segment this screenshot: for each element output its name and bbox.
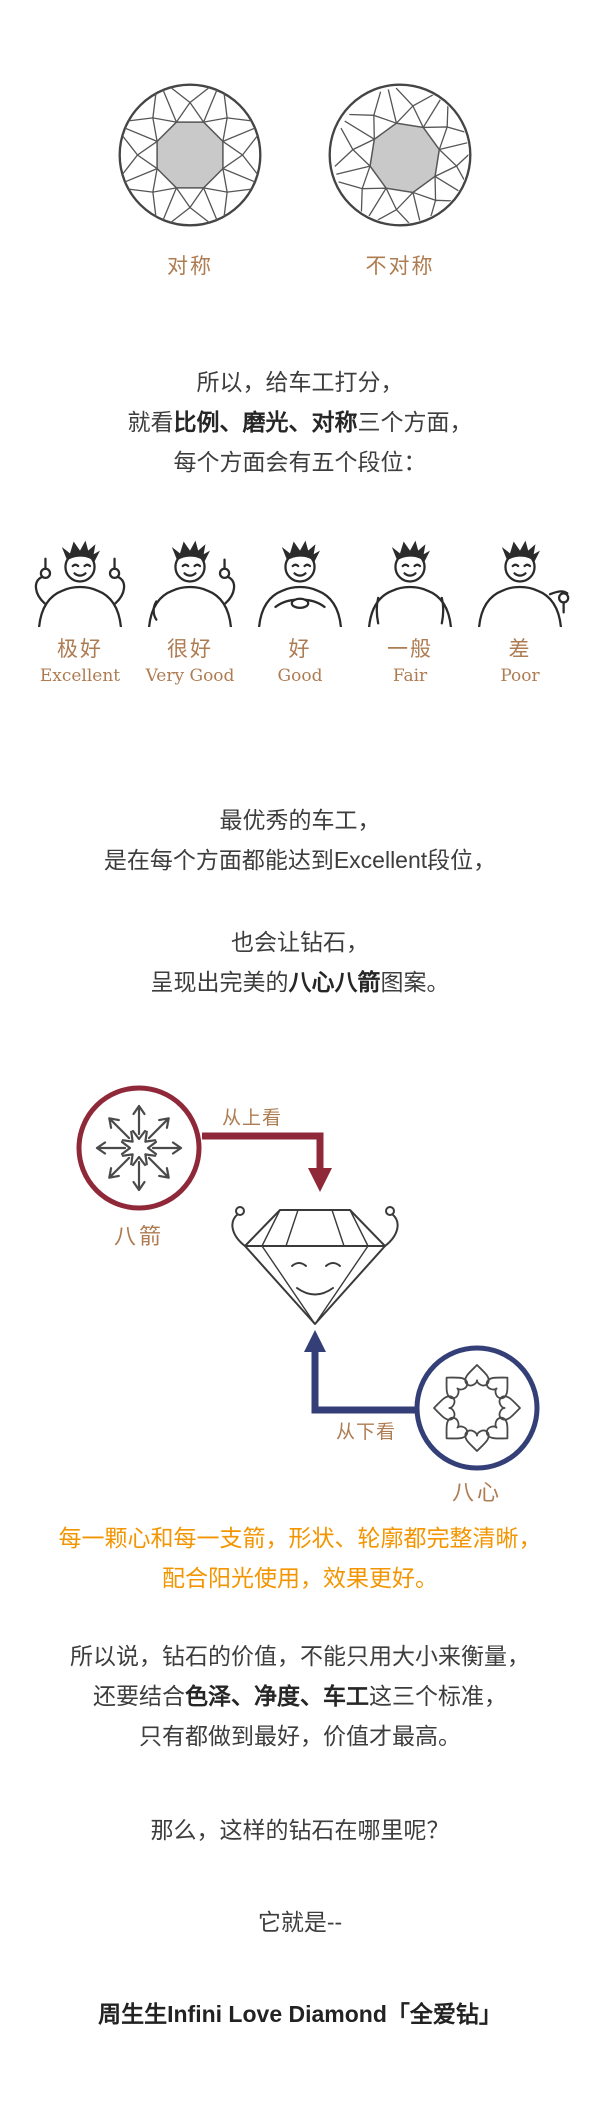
grade-label-en: Excellent [39, 666, 121, 686]
grade-excellent: 极好 Excellent [25, 536, 135, 686]
best-cut-paragraph: 最优秀的车工， 是在每个方面都能达到Excellent段位， [0, 800, 600, 880]
mascot-thumbs-down-icon [477, 539, 570, 627]
grade-label-cn: 极好 [57, 638, 103, 661]
eight-arrows-viewer-icon [76, 1085, 202, 1211]
diamond-top-view-symmetric-icon [118, 83, 262, 227]
grade-label-en: Poor [500, 666, 540, 686]
hearts-note-line-2: 配合阳光使用，效果更好。 [162, 1565, 438, 1591]
view-from-bottom-label: 从下看 [336, 1421, 396, 1443]
brand-name: 周生生Infini Love Diamond「全爱钻」 [98, 2001, 502, 2027]
grade-label-cn: 差 [508, 638, 532, 661]
grade-label-en: Good [277, 666, 323, 686]
arrows-label: 八箭 [114, 1224, 164, 1249]
best-cut-line-1: 最优秀的车工， [219, 807, 381, 833]
hearts-arrows-diagram: 八箭 从上看 从下看 [76, 1085, 540, 1505]
cut-grade-row: 极好 Excellent 很好 Very Good 好 [25, 536, 575, 686]
mascot-arms-down-icon [367, 539, 453, 627]
intro-line-2: 就看比例、磨光、对称三个方面， [127, 409, 473, 435]
value-line-2: 还要结合色泽、净度、车工这三个标准， [93, 1683, 507, 1709]
grade-label-en: Very Good [145, 666, 235, 686]
asymmetric-diamond-figure: 不对称 [325, 80, 475, 280]
symmetric-label: 对称 [167, 255, 213, 278]
mascot-hands-clasped-icon [257, 539, 343, 627]
diamond-top-view-asymmetric-icon [328, 83, 472, 227]
hearts-arrows-paragraph: 也会让钻石， 呈现出完美的八心八箭图案。 [0, 922, 600, 1002]
symmetric-diamond-figure: 对称 [115, 80, 265, 280]
intro-line-1: 所以，给车工打分， [196, 369, 404, 395]
value-paragraph: 所以说，钻石的价值，不能只用大小来衡量， 还要结合色泽、净度、车工这三个标准， … [0, 1636, 600, 1756]
hearts-arrows-line-2: 呈现出完美的八心八箭图案。 [150, 969, 450, 995]
view-from-top-label: 从上看 [222, 1107, 282, 1129]
diamond-side-view-icon [231, 1206, 399, 1325]
asymmetric-label: 不对称 [365, 255, 435, 278]
hearts-arrows-line-1: 也会让钻石， [231, 929, 369, 955]
value-line-1: 所以说，钻石的价值，不能只用大小来衡量， [70, 1643, 530, 1669]
grade-label-cn: 一般 [387, 638, 433, 661]
hearts-note-line-1: 每一颗心和每一支箭，形状、轮廓都完整清晰， [58, 1525, 542, 1551]
grade-label-en: Fair [392, 666, 428, 686]
view-bottom-arrow [304, 1330, 417, 1414]
hearts-note-paragraph: 每一颗心和每一支箭，形状、轮廓都完整清晰， 配合阳光使用，效果更好。 [0, 1518, 600, 1598]
grade-poor: 差 Poor [465, 536, 575, 686]
mascot-thumbs-up-icon [147, 539, 236, 627]
eight-hearts-viewer-icon [414, 1345, 540, 1471]
grade-label-cn: 好 [288, 638, 312, 661]
hearts-label: 八心 [452, 1480, 502, 1505]
answer-intro-paragraph: 它就是-- [257, 1909, 343, 1935]
intro-paragraph: 所以，给车工打分， 就看比例、磨光、对称三个方面， 每个方面会有五个段位： [0, 362, 600, 482]
grade-very-good: 很好 Very Good [135, 536, 245, 686]
grade-fair: 一般 Fair [355, 536, 465, 686]
question-paragraph: 那么，这样的钻石在哪里呢？ [150, 1817, 450, 1843]
value-line-3: 只有都做到最好，价值才最高。 [139, 1723, 461, 1749]
intro-line-3: 每个方面会有五个段位： [173, 449, 427, 475]
grade-good: 好 Good [245, 536, 355, 686]
grade-label-cn: 很好 [167, 638, 213, 661]
best-cut-line-2: 是在每个方面都能达到Excellent段位， [103, 847, 497, 873]
view-top-arrow [202, 1132, 332, 1192]
mascot-thumbs-up-both-icon [34, 539, 126, 627]
